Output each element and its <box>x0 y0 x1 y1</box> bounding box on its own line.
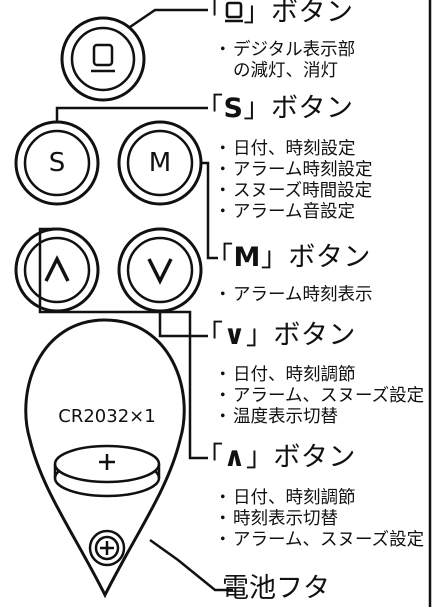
s-leader-line <box>55 106 208 122</box>
s-feature-item: スヌーズ時間設定 <box>214 181 372 202</box>
down-button[interactable] <box>117 227 203 313</box>
s-feature-item: アラーム時刻設定 <box>214 160 372 181</box>
s-button-label: S <box>48 148 66 178</box>
display-button[interactable] <box>60 16 146 102</box>
battery-model-label: CR2032×1 <box>58 406 156 427</box>
m-feature-list: アラーム時刻表示 <box>214 285 372 306</box>
up-arrow-icon <box>44 255 70 282</box>
down-feature-item: 温度表示切替 <box>214 407 424 428</box>
display-icon <box>91 43 115 73</box>
display-feature-item: デジタル表示部 <box>214 40 355 61</box>
down-leader-line <box>158 311 208 338</box>
cover-leader-line <box>149 538 233 592</box>
display-feature-list: デジタル表示部 <box>214 40 355 61</box>
up-leader-line <box>38 227 208 460</box>
display-key-icon <box>224 0 244 23</box>
down-feature-item: 日付、時刻調節 <box>214 365 424 386</box>
down-arrow-icon <box>147 258 173 285</box>
down-feature-list: 日付、時刻調節 アラーム、スヌーズ設定 温度表示切替 <box>214 365 424 428</box>
m-button-title: 「M」ボタン <box>206 242 371 273</box>
coin-battery-icon <box>53 444 161 498</box>
up-button-title: 「∧」ボタン <box>196 442 356 473</box>
battery-cover-label: 電池フタ <box>222 573 330 604</box>
down-button-title: 「∨」ボタン <box>196 320 356 351</box>
display-button-title: 「」ボタン <box>196 0 354 28</box>
up-feature-list: 日付、時刻調節 時刻表示切替 アラーム、スヌーズ設定 <box>214 488 424 551</box>
up-button[interactable] <box>14 227 100 313</box>
up-feature-item: アラーム、スヌーズ設定 <box>214 530 424 551</box>
m-leader-line <box>201 161 218 260</box>
s-button-title: 「S」ボタン <box>196 93 354 124</box>
down-feature-item: アラーム、スヌーズ設定 <box>214 386 424 407</box>
m-button-label: M <box>148 148 172 178</box>
s-feature-item: 日付、時刻設定 <box>214 139 372 160</box>
up-feature-item: 日付、時刻調節 <box>214 488 424 509</box>
screw-icon <box>88 529 126 567</box>
up-feature-item: 時刻表示切替 <box>214 509 424 530</box>
s-feature-list: 日付、時刻設定 アラーム時刻設定 スヌーズ時間設定 アラーム音設定 <box>214 139 372 223</box>
s-feature-item: アラーム音設定 <box>214 202 372 223</box>
m-feature-item: アラーム時刻表示 <box>214 285 372 306</box>
display-leader-line <box>129 8 208 29</box>
display-feature-continuation: の減灯、消灯 <box>233 61 338 81</box>
s-button[interactable] <box>14 120 100 206</box>
